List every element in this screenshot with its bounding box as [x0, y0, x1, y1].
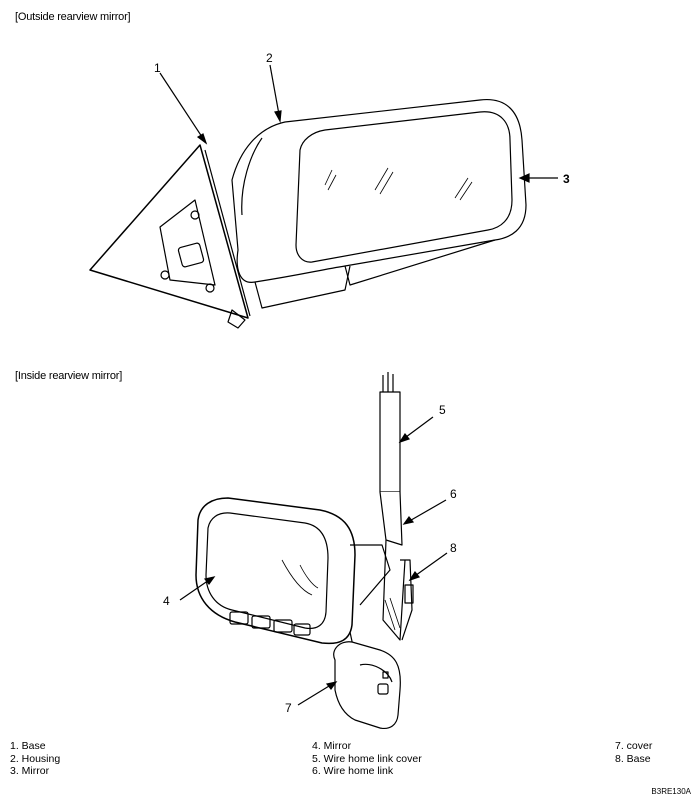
legend-item: 5. Wire home link cover: [312, 752, 422, 765]
legend-column-1: 1. Base 2. Housing 3. Mirror: [10, 740, 60, 778]
inside-mirror-cover: [333, 631, 401, 730]
callout-2: 2: [266, 51, 273, 65]
callout-7: 7: [285, 701, 292, 715]
legend-column-3: 7. cover 8. Base: [615, 740, 652, 765]
inside-mirror-body: [195, 497, 391, 645]
legend-item: 6. Wire home link: [312, 765, 394, 777]
legend-item: 3. Mirror: [10, 765, 50, 777]
legend-column-2: 4. Mirror 5. Wire home link cover 6. Wir…: [312, 740, 422, 778]
callout-1: 1: [154, 61, 161, 75]
callout-6: 6: [450, 487, 457, 501]
wire-home-link-cover: [379, 372, 414, 641]
inside-callout-leaders: [179, 416, 448, 706]
legend-item: 2. Housing: [10, 752, 61, 765]
callout-5: 5: [439, 403, 446, 417]
outside-mirror-glass: [295, 111, 513, 263]
outside-callout-leaders: [159, 64, 558, 183]
legend-item: 8. Base: [615, 752, 651, 765]
callout-8: 8: [450, 541, 457, 555]
inside-mirror-section-title: [Inside rearview mirror]: [15, 370, 123, 382]
callout-4: 4: [163, 594, 170, 608]
outside-mirror-section-title: [Outside rearview mirror]: [15, 11, 131, 23]
callout-3: 3: [563, 172, 570, 186]
inside-mirror-drawing: [195, 372, 414, 730]
legend-item: 1. Base: [10, 740, 46, 752]
legend-item: 7. cover: [615, 740, 653, 752]
legend-item: 4. Mirror: [312, 740, 352, 752]
figure-code: B3RE130A: [651, 787, 691, 796]
outside-mirror-base: [89, 144, 251, 329]
outside-mirror-drawing: [89, 98, 527, 329]
